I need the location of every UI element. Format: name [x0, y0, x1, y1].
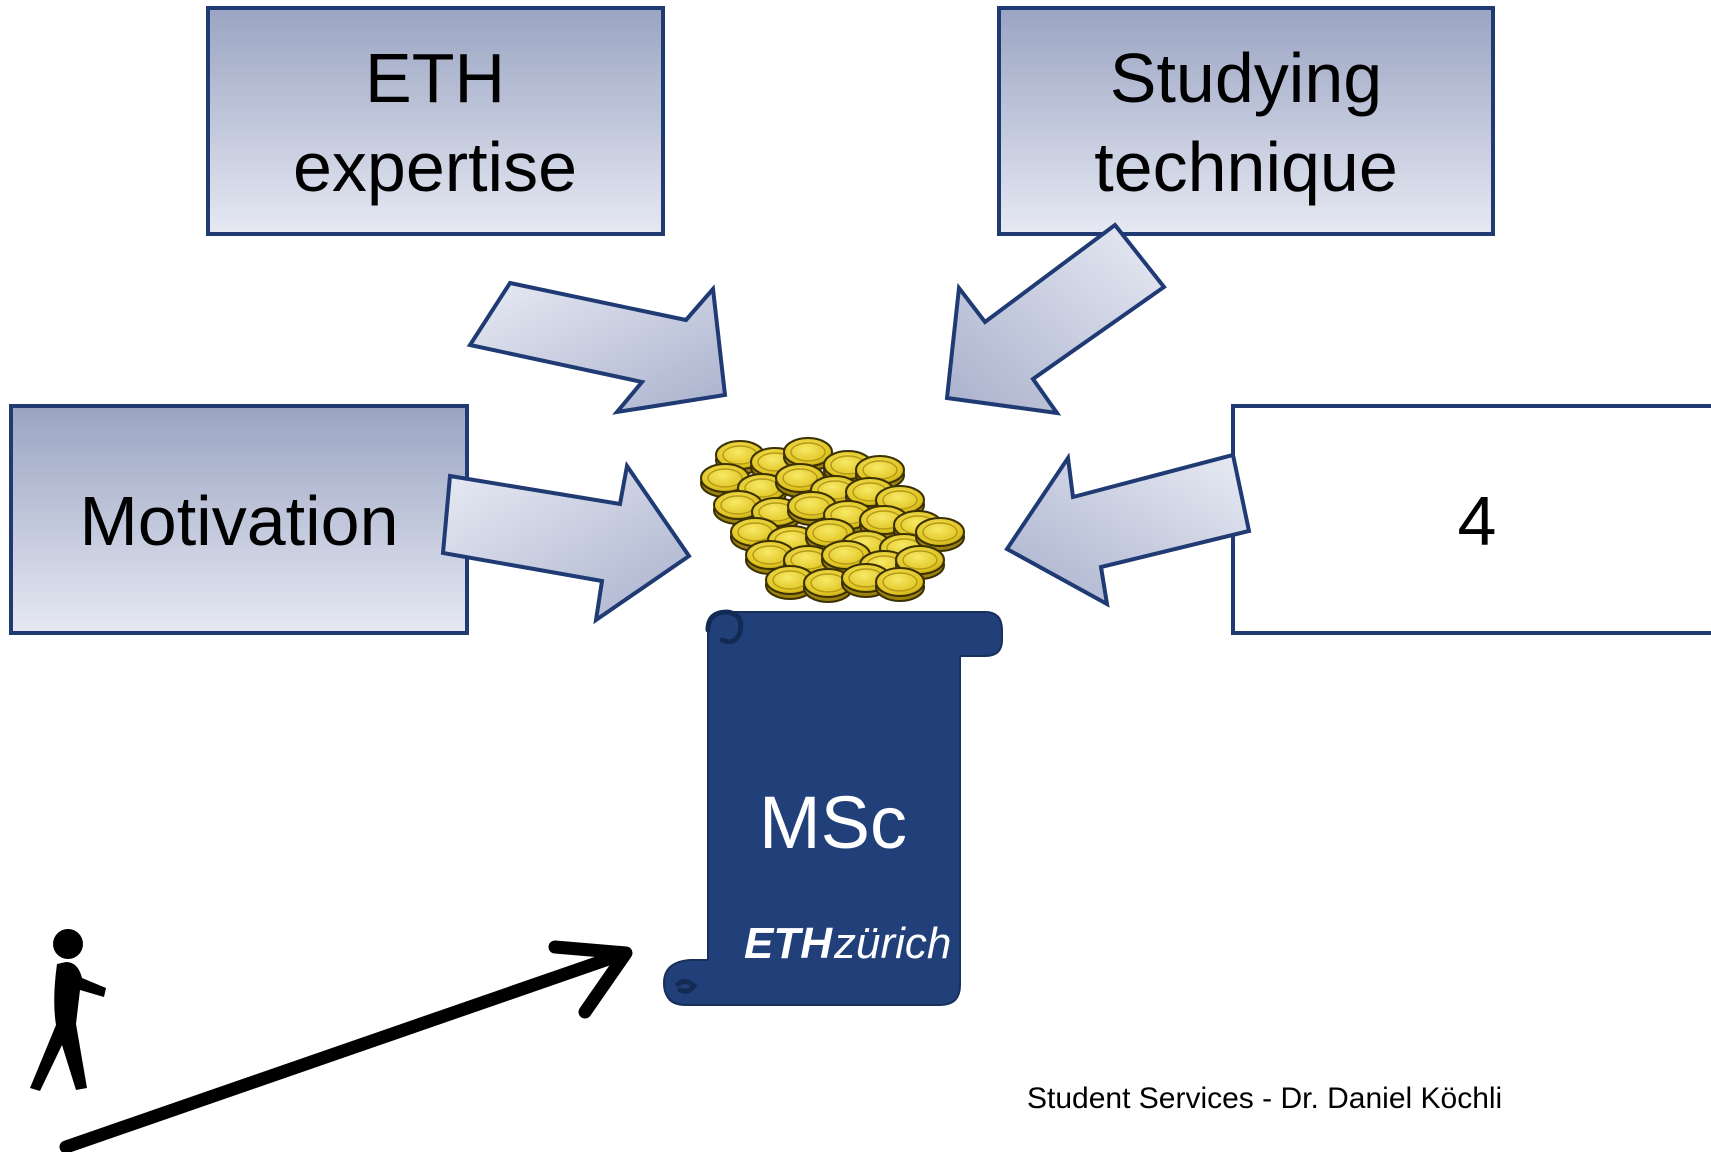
coins-pile-icon	[700, 437, 965, 603]
fourth-label: 4	[1458, 482, 1497, 560]
fourth-box: 4	[1231, 404, 1711, 635]
motivation-label: Motivation	[79, 482, 398, 560]
logo-eth: ETH	[744, 919, 833, 968]
motivation-box: Motivation	[9, 404, 469, 635]
studying-technique-line2: technique	[1094, 128, 1398, 206]
eth-expertise-box: ETH expertise	[206, 6, 665, 236]
walking-person-icon	[30, 929, 106, 1091]
eth-expertise-line2: expertise	[293, 128, 577, 206]
path-arrow-icon	[59, 940, 633, 1152]
arrow-from-fourth	[1004, 452, 1252, 608]
footer-credit: Student Services - Dr. Daniel Köchli	[1027, 1082, 1502, 1115]
diploma-degree: MSc	[759, 781, 907, 864]
arrow-from-studying-technique	[944, 222, 1167, 416]
logo-zurich: zürich	[833, 919, 951, 968]
arrow-from-eth-expertise	[466, 280, 728, 415]
studying-technique-line1: Studying	[1110, 39, 1382, 117]
eth-zurich-logo: ETH zürich	[744, 919, 951, 968]
eth-expertise-line1: ETH	[365, 39, 505, 117]
diploma-scroll: MSc ETH zürich	[662, 609, 1003, 1006]
studying-technique-box: Studying technique	[997, 6, 1495, 236]
arrow-from-motivation	[440, 460, 692, 625]
